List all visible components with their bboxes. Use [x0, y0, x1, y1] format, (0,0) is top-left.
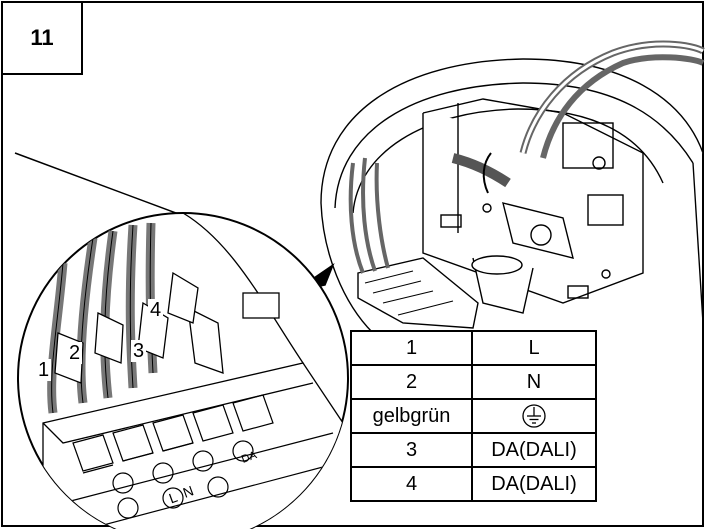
legend-function: DA(DALI)	[471, 432, 597, 468]
legend-row: gelbgrün	[350, 398, 597, 434]
terminal-legend-table: 1 L 2 N gelbgrün 3 DA(DALI) 4	[350, 330, 597, 502]
terminal-mark-da: DA	[240, 449, 259, 466]
legend-terminal: 2	[350, 364, 473, 400]
luminaire-housing	[320, 40, 705, 334]
terminal-slots	[62, 394, 339, 529]
step-number: 11	[3, 3, 83, 75]
legend-function: DA(DALI)	[471, 466, 597, 502]
legend-function: L	[471, 330, 597, 366]
legend-row: 1 L	[350, 330, 597, 366]
legend-function: N	[471, 364, 597, 400]
legend-terminal: 4	[350, 466, 473, 502]
legend-row: 4 DA(DALI)	[350, 466, 597, 502]
legend-row: 2 N	[350, 364, 597, 400]
pin-label-1: 1	[36, 359, 52, 381]
legend-terminal: gelbgrün	[350, 398, 473, 434]
legend-function-ground	[471, 398, 597, 434]
legend-terminal: 1	[350, 330, 473, 366]
legend-row: 3 DA(DALI)	[350, 432, 597, 468]
legend-terminal: 3	[350, 432, 473, 468]
wiring-illustration: N L DA	[14, 40, 705, 529]
ground-icon	[522, 404, 546, 428]
pin-label-2: 2	[67, 342, 83, 364]
magnified-terminal-view: N L DA	[17, 212, 349, 529]
pin-label-4: 4	[148, 299, 164, 321]
pin-label-3: 3	[131, 340, 147, 362]
